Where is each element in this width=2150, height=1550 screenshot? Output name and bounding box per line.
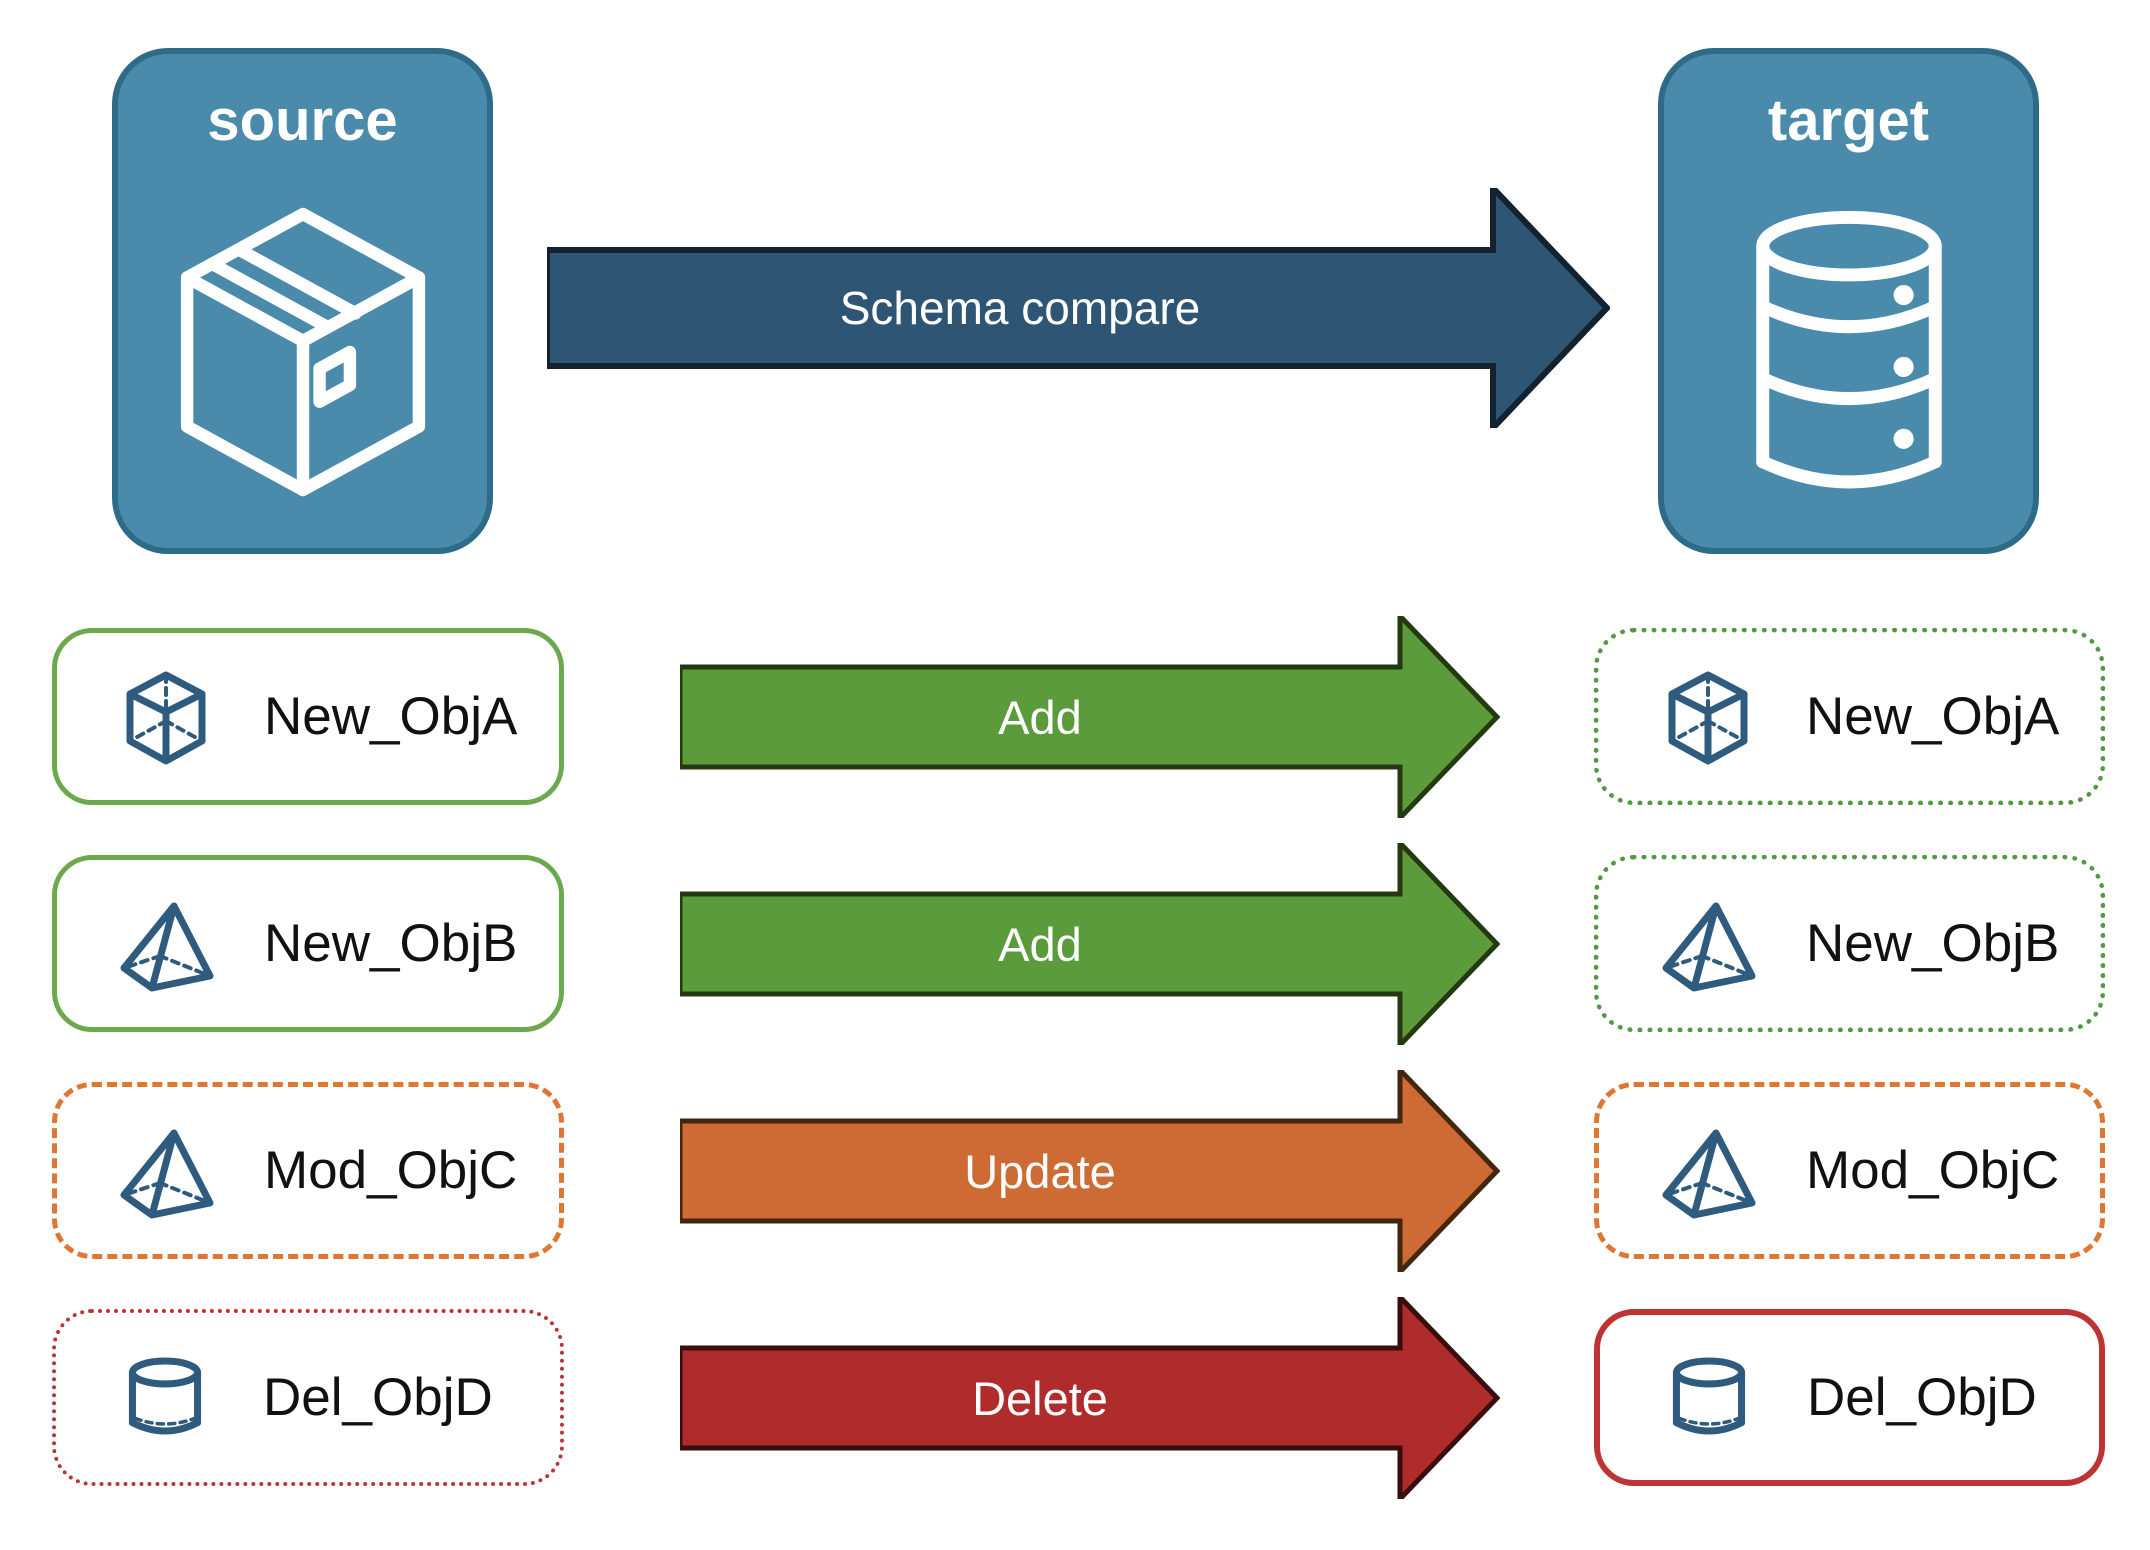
schema-compare-arrow: Schema compare <box>547 188 1610 428</box>
pyramid-icon <box>1654 894 1762 994</box>
target-object-new-objb: New_ObjB <box>1594 855 2105 1032</box>
pyramid-icon <box>112 894 220 994</box>
schema-compare-arrow-shape <box>547 188 1610 428</box>
pyramid-icon <box>112 1121 220 1221</box>
cube-icon <box>112 667 220 767</box>
target-object-new-obja: New_ObjA <box>1594 628 2105 805</box>
source-object-new-obja: New_ObjA <box>52 628 564 805</box>
source-object-mod-objc: Mod_ObjC <box>52 1082 564 1259</box>
source-object-del-objd: Del_ObjD <box>52 1309 564 1486</box>
add-arrow-label: Add <box>998 690 1082 744</box>
delete-arrow-label: Delete <box>972 1371 1108 1425</box>
object-label: Del_ObjD <box>263 1368 493 1427</box>
source-title: source <box>207 88 398 153</box>
object-label: Mod_ObjC <box>1806 1141 2060 1200</box>
target-object-mod-objc: Mod_ObjC <box>1594 1082 2105 1259</box>
cylinder-icon <box>111 1348 219 1448</box>
add-arrow-row2: Add <box>680 843 1500 1045</box>
object-label: Del_ObjD <box>1807 1368 2037 1427</box>
object-label: Mod_ObjC <box>264 1141 518 1200</box>
object-label: New_ObjB <box>1806 914 2060 973</box>
cube-icon <box>1654 667 1762 767</box>
add-arrow-label: Add <box>998 917 1082 971</box>
delete-arrow: Delete <box>680 1297 1500 1499</box>
add-arrow-row1: Add <box>680 616 1500 818</box>
cylinder-icon <box>1655 1348 1763 1448</box>
source-node: source <box>112 48 493 554</box>
object-label: New_ObjB <box>264 914 518 973</box>
object-label: New_ObjA <box>264 687 518 746</box>
update-arrow-label: Update <box>964 1144 1116 1198</box>
target-node: target <box>1658 48 2039 554</box>
target-object-del-objd: Del_ObjD <box>1594 1309 2105 1486</box>
package-icon <box>180 207 425 496</box>
object-label: New_ObjA <box>1806 687 2060 746</box>
source-object-new-objb: New_ObjB <box>52 855 564 1032</box>
update-arrow: Update <box>680 1070 1500 1272</box>
pyramid-icon <box>1654 1121 1762 1221</box>
schema-compare-label: Schema compare <box>839 282 1201 334</box>
database-icon <box>1755 210 1942 489</box>
target-title: target <box>1767 88 1930 153</box>
